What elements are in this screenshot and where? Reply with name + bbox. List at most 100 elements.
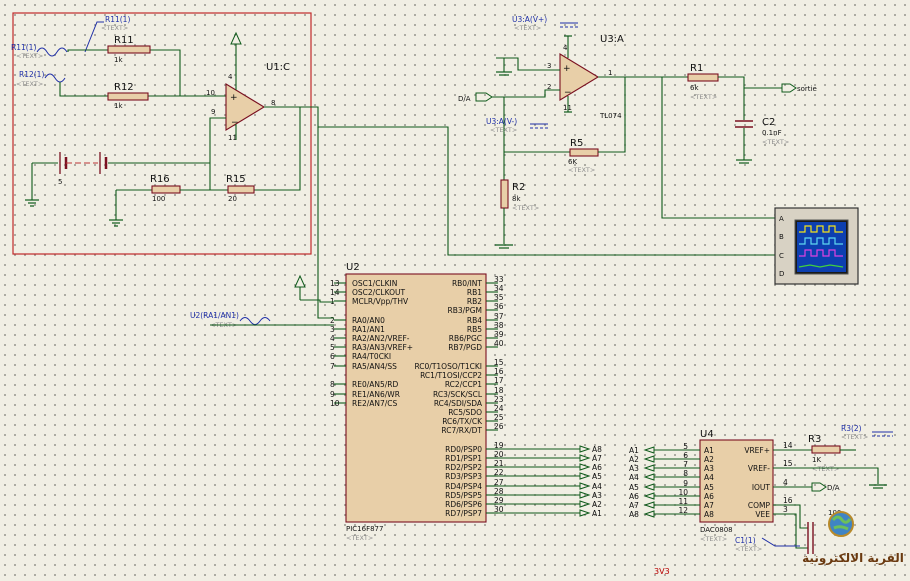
resistor-r15[interactable]: R15 20 [226, 174, 255, 203]
battery-5v[interactable]: 5 [31, 152, 210, 200]
u2-pin-10-label: RE2/AN7/CS [352, 399, 398, 408]
u2-pin-33-number: 33 [494, 275, 504, 284]
u2-pin-18-label: RC3/SCK/SCL [433, 390, 483, 399]
u2-pin-36-label: RB3/PGM [448, 306, 482, 315]
u4-pin-5-number: 5 [683, 442, 688, 451]
u2-pin-40-label: RB7/PGD [448, 343, 482, 352]
u2-pin-7-number: 7 [330, 362, 335, 371]
u4-pin-16-number: 16 [783, 496, 793, 505]
u4-pin-7-label: A3 [704, 464, 714, 473]
resistor-r3[interactable]: R3 1K <TEXT> [808, 434, 841, 473]
u2-pin-3-number: 3 [330, 325, 335, 334]
u4-net-A4-terminal [643, 473, 655, 481]
u2-pin-8-number: 8 [330, 380, 335, 389]
svg-text:9: 9 [211, 108, 215, 116]
svg-text:<TEXT>: <TEXT> [512, 204, 539, 212]
probe-u2-ra1[interactable]: U2(RA1/AN1) <TEXT> [190, 311, 271, 329]
resistor-r1[interactable]: R1 6k <TEXT> [687, 63, 719, 101]
terminal-sortie[interactable]: sortie [781, 83, 817, 93]
u4-pin-12-number: 12 [678, 506, 688, 515]
net-A1-terminal [579, 509, 591, 517]
u2-pin-1-label: MCLR/Vpp/THV [352, 297, 409, 306]
svg-text:U2(RA1/AN1): U2(RA1/AN1) [190, 311, 239, 320]
u2-pin-36-number: 36 [494, 302, 504, 311]
resistor-r11[interactable]: R11 1k [107, 35, 151, 64]
u4-pin-14-label: VREF+ [744, 446, 770, 455]
u4-pin-15-number: 15 [783, 459, 793, 468]
u2-pin-27-number: 27 [494, 478, 504, 487]
net-A8-terminal [579, 445, 591, 453]
probe-r3[interactable]: R3(2) <TEXT> [841, 424, 893, 441]
svg-text:<TEXT>: <TEXT> [490, 126, 517, 134]
dac-u4[interactable]: U4 DAC0808 <TEXT> [699, 429, 774, 543]
capacitor-c2[interactable]: C2 0.1nF <TEXT> [735, 117, 789, 146]
svg-text:R15: R15 [226, 174, 246, 185]
u2-pin-39-label: RB6/PGC [449, 334, 482, 343]
resistor-r12[interactable]: R12 1k [107, 82, 149, 110]
svg-text:11: 11 [228, 134, 237, 142]
power-arrow-u1 [230, 31, 242, 45]
scope-channel-c: C [779, 252, 784, 260]
probe-u3-vminus[interactable]: U3:A(V-) <TEXT> [486, 117, 548, 134]
scope-channel-b: B [779, 233, 784, 241]
probe-r12[interactable]: R12(1) <TEXT> [16, 70, 66, 88]
svg-text:3: 3 [547, 62, 551, 70]
svg-text:+: + [563, 64, 571, 74]
u2-pin-24-number: 24 [494, 404, 504, 413]
u2-portb-pins: 33RB0/INT34RB135RB236RB3/PGM37RB438RB539… [448, 275, 504, 352]
svg-text:6k: 6k [690, 84, 699, 92]
svg-text:C1(1): C1(1) [735, 536, 756, 545]
svg-text:C2: C2 [762, 117, 775, 128]
u2-pin-29-label: RD6/PSP6 [445, 500, 482, 509]
resistor-r2[interactable]: R2 8k <TEXT> [500, 179, 539, 212]
probe-r11-top[interactable]: R11(1) <TEXT> [84, 15, 130, 53]
svg-text:U3:A: U3:A [600, 34, 624, 45]
u2-pin-2-number: 2 [330, 316, 335, 325]
svg-text:<TEXT>: <TEXT> [346, 534, 373, 542]
svg-text:<TEXT>: <TEXT> [735, 545, 762, 553]
u4-pin-6-label: A2 [704, 455, 714, 464]
net-A6-terminal [579, 463, 591, 471]
u2-pin-6-label: RA4/T0CKI [352, 352, 391, 361]
u4-pin-3-label: VEE [755, 510, 770, 519]
u2-pin-18-number: 18 [494, 386, 504, 395]
u2-pin-21-label: RD2/PSP2 [445, 463, 482, 472]
svg-text:DAC0808: DAC0808 [700, 526, 733, 534]
probe-u3-vplus[interactable]: U3:A(V+) <TEXT> [512, 15, 578, 32]
u4-net-A6-terminal [643, 492, 655, 500]
u4-pin-4-number: 4 [783, 478, 788, 487]
u2-pin-21-number: 21 [494, 459, 504, 468]
svg-text:TL074: TL074 [599, 112, 622, 120]
u2-pin-15-label: RC0/T1OSO/T1CKI [414, 362, 482, 371]
u4-net-A2-terminal [643, 455, 655, 463]
u4-net-A7-label: A7 [629, 501, 639, 510]
net-A6-label: A6 [592, 463, 602, 472]
resistor-r16[interactable]: R16 100 [150, 174, 181, 203]
ground-r16 [109, 219, 123, 227]
svg-text:القرية الالكترونية: القرية الالكترونية [802, 551, 904, 566]
u2-pin-20-label: RD1/PSP1 [445, 454, 482, 463]
svg-text:8: 8 [271, 99, 275, 107]
probe-c1[interactable]: C1(1) <TEXT> [735, 536, 800, 553]
svg-text:<TEXT>: <TEXT> [762, 138, 789, 146]
u2-pin-14-number: 14 [330, 288, 340, 297]
svg-text:100: 100 [152, 195, 165, 203]
probe-r11-left[interactable]: R11(1) <TEXT> [11, 43, 68, 60]
u1-section-frame [12, 12, 312, 255]
svg-text:D/A: D/A [458, 95, 471, 103]
u4-net-A6-label: A6 [629, 492, 639, 501]
resistor-r5[interactable]: R5 6K <TEXT> [568, 138, 599, 174]
mcu-u2[interactable]: U2 PIC16F877 <TEXT> [345, 262, 487, 542]
svg-text:4: 4 [228, 73, 233, 81]
opamp-u1c[interactable]: + − U1:C 10 9 8 4 11 [206, 62, 290, 142]
terminal-da-output[interactable]: D/A [811, 482, 840, 492]
svg-text:2: 2 [547, 83, 551, 91]
svg-text:<TEXT>: <TEXT> [841, 433, 868, 441]
oscilloscope[interactable] [774, 207, 859, 285]
u2-pin-13-label: OSC1/CLKIN [352, 279, 397, 288]
u4-net-A2-label: A2 [629, 455, 639, 464]
u2-pin-37-number: 37 [494, 312, 504, 321]
